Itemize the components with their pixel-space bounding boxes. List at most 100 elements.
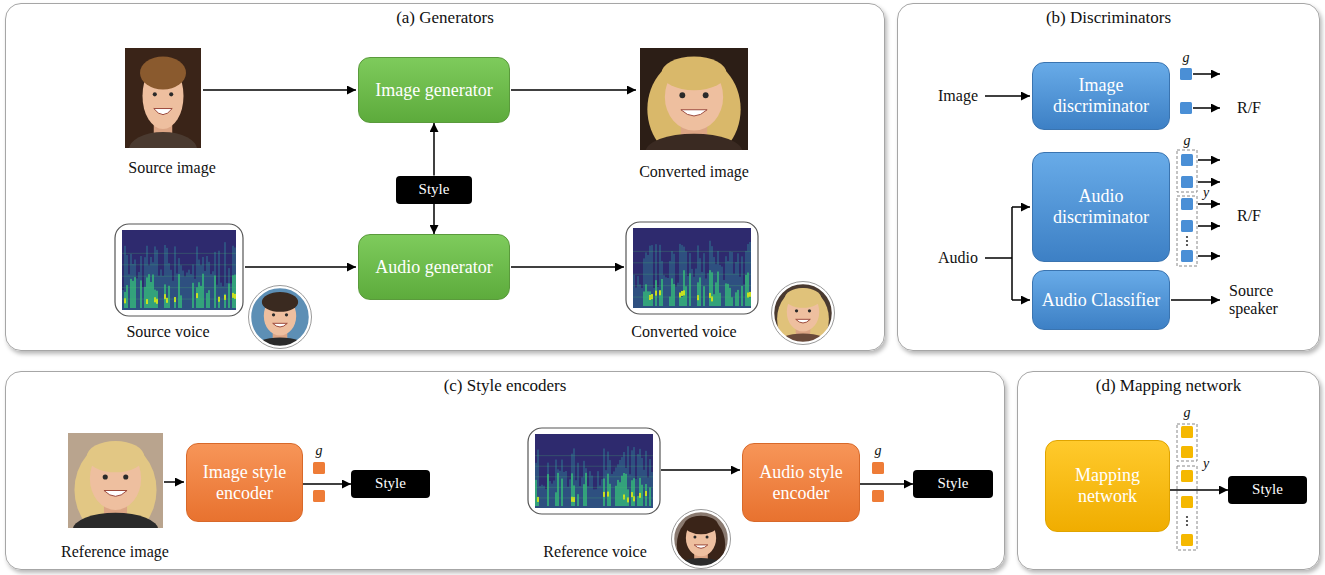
illustration-part bbox=[631, 492, 633, 497]
illustration-part bbox=[637, 276, 639, 308]
output-head bbox=[1181, 176, 1193, 188]
encoder-box: Image style encoder bbox=[186, 443, 303, 522]
illustration-part bbox=[717, 251, 719, 308]
illustration-part bbox=[623, 452, 625, 508]
illustration-part bbox=[739, 277, 741, 308]
illustration-part bbox=[703, 286, 705, 306]
illustration-part bbox=[555, 492, 557, 506]
illustration-part bbox=[643, 258, 645, 308]
illustration-part bbox=[172, 281, 174, 310]
box-label: Image style encoder bbox=[195, 462, 294, 503]
output-head bbox=[313, 462, 325, 474]
illustration-part bbox=[122, 230, 236, 310]
output-head bbox=[1180, 102, 1192, 114]
illustration-part bbox=[577, 494, 579, 506]
illustration-part bbox=[703, 92, 709, 98]
illustration-part bbox=[152, 262, 154, 310]
illustration-part bbox=[651, 245, 653, 308]
illustration-part bbox=[673, 284, 675, 306]
illustration-part bbox=[633, 478, 635, 506]
illustration-part bbox=[156, 250, 158, 310]
illustration-part bbox=[569, 479, 571, 508]
illustration-part bbox=[210, 274, 212, 310]
illustration-part bbox=[796, 324, 811, 384]
illustration-part bbox=[146, 299, 148, 304]
illustration-part bbox=[681, 291, 683, 296]
illustration-part bbox=[603, 478, 605, 506]
illustration-part bbox=[633, 275, 635, 308]
classifier-box: Audio Classifier bbox=[1032, 270, 1170, 330]
illustration-part bbox=[633, 496, 635, 501]
illustration-part bbox=[122, 253, 236, 254]
illustration-part bbox=[617, 464, 619, 508]
illustration-part bbox=[140, 256, 142, 310]
illustration-part bbox=[687, 276, 689, 308]
illustration-part bbox=[535, 497, 653, 498]
illustration-part bbox=[717, 272, 719, 306]
illustration-part bbox=[639, 478, 641, 506]
annotation-label: Image bbox=[938, 87, 978, 105]
illustration-part bbox=[162, 276, 164, 310]
illustration-part bbox=[164, 245, 166, 310]
illustration-part bbox=[631, 450, 633, 508]
illustration-part bbox=[655, 244, 657, 308]
illustration-part bbox=[607, 492, 609, 497]
illustration-part bbox=[214, 252, 216, 310]
face-ring bbox=[249, 286, 312, 349]
speech-bubble bbox=[115, 224, 243, 316]
annotation-label: Source speaker bbox=[1229, 282, 1295, 317]
illustration-part bbox=[169, 92, 173, 96]
illustration-part bbox=[731, 297, 733, 306]
illustration-part bbox=[689, 253, 691, 308]
face-picture bbox=[640, 48, 748, 150]
flow-arrow bbox=[1198, 203, 1220, 205]
flow-arrow bbox=[245, 266, 356, 268]
illustration-part bbox=[653, 288, 655, 308]
illustration-part bbox=[581, 477, 583, 508]
illustration-part bbox=[683, 270, 685, 306]
illustration-part bbox=[206, 256, 208, 310]
head-label: y bbox=[1203, 456, 1209, 471]
illustration-part bbox=[651, 295, 653, 306]
illustration-part bbox=[557, 469, 559, 508]
head-group bbox=[1177, 150, 1197, 192]
flow-arrow bbox=[1012, 299, 1030, 301]
annotation-label: R/F bbox=[1237, 99, 1261, 117]
ellipsis-dot bbox=[1186, 244, 1188, 246]
box-label: Style bbox=[938, 475, 969, 492]
panel-title: (a) Generators bbox=[6, 8, 884, 28]
face-ring bbox=[250, 287, 310, 347]
illustration-part bbox=[735, 292, 737, 306]
face-picture bbox=[125, 48, 201, 148]
illustration-part bbox=[633, 285, 751, 286]
illustration-part bbox=[150, 282, 152, 308]
panel-title: (d) Mapping network bbox=[1018, 376, 1319, 396]
illustration-part bbox=[168, 263, 170, 310]
illustration-part bbox=[625, 474, 627, 506]
generator-box: Audio generator bbox=[358, 234, 510, 300]
illustration-part bbox=[671, 278, 673, 306]
illustration-part bbox=[625, 468, 627, 508]
annotation-label: Reference voice bbox=[543, 543, 646, 561]
illustration-part bbox=[631, 480, 633, 506]
head-group bbox=[1177, 196, 1197, 266]
illustration-part bbox=[273, 323, 288, 327]
illustration-part bbox=[617, 480, 619, 506]
illustration-part bbox=[573, 448, 575, 508]
illustration-part bbox=[535, 476, 653, 477]
flow-arrow bbox=[661, 469, 740, 471]
output-head bbox=[1181, 198, 1193, 210]
illustration-part bbox=[234, 275, 236, 308]
illustration-part bbox=[168, 286, 170, 308]
output-head bbox=[1180, 68, 1192, 80]
annotation-label: Audio bbox=[938, 249, 978, 267]
illustration-part bbox=[611, 474, 613, 508]
panel: (a) GeneratorsImage generatorStyleAudio … bbox=[5, 3, 885, 351]
illustration-part bbox=[555, 460, 557, 508]
illustration-part bbox=[683, 247, 685, 308]
illustration-part bbox=[639, 449, 641, 508]
illustration-part bbox=[104, 491, 127, 497]
illustration-part bbox=[196, 287, 198, 308]
ellipsis-dot bbox=[1186, 524, 1188, 526]
illustration-part bbox=[727, 261, 729, 308]
